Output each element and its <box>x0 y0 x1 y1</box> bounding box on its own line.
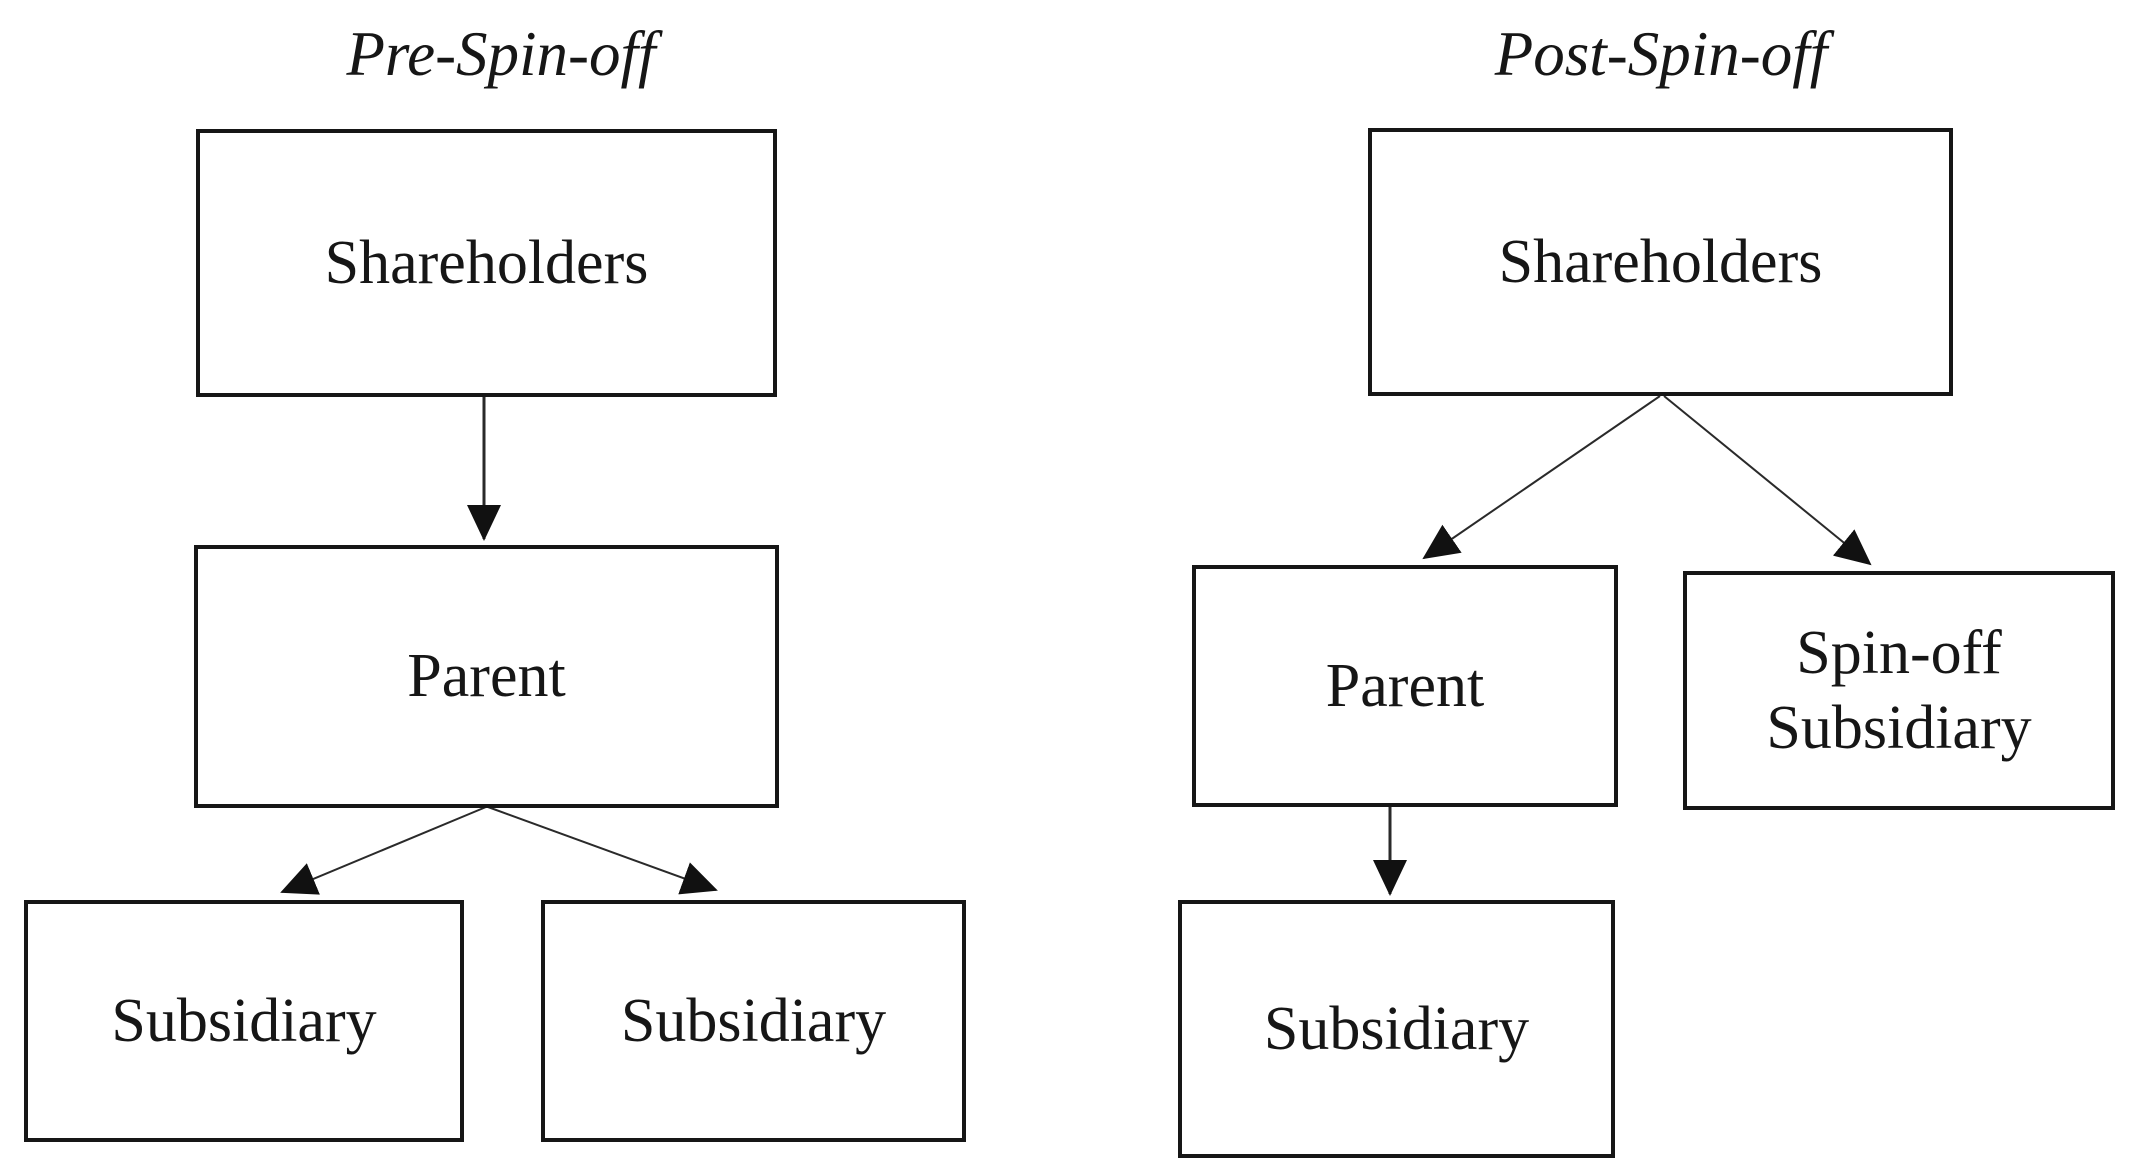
post-parent-node: Parent <box>1192 565 1618 807</box>
post-spinoff-title: Post-Spin-off <box>1494 19 1828 89</box>
pre-subsidiary-left-node: Subsidiary <box>24 900 464 1142</box>
pre-arrow-parent-to-subsidiary-left <box>280 806 487 895</box>
post-shareholders-node: Shareholders <box>1368 128 1953 396</box>
post-arrow-shareholders-to-parent <box>1422 395 1661 560</box>
pre-shareholders-node: Shareholders <box>196 129 777 397</box>
pre-arrow-parent-to-subsidiary-right <box>487 806 718 895</box>
pre-subsidiary-right-node: Subsidiary <box>541 900 966 1142</box>
pre-parent-node: Parent <box>194 545 779 808</box>
post-subsidiary-node: Subsidiary <box>1178 900 1615 1158</box>
post-arrow-shareholders-to-spinoff-subsidiary <box>1663 395 1872 566</box>
pre-spinoff-title: Pre-Spin-off <box>346 19 656 89</box>
post-spinoff-subsidiary-node: Spin-off Subsidiary <box>1683 571 2115 810</box>
